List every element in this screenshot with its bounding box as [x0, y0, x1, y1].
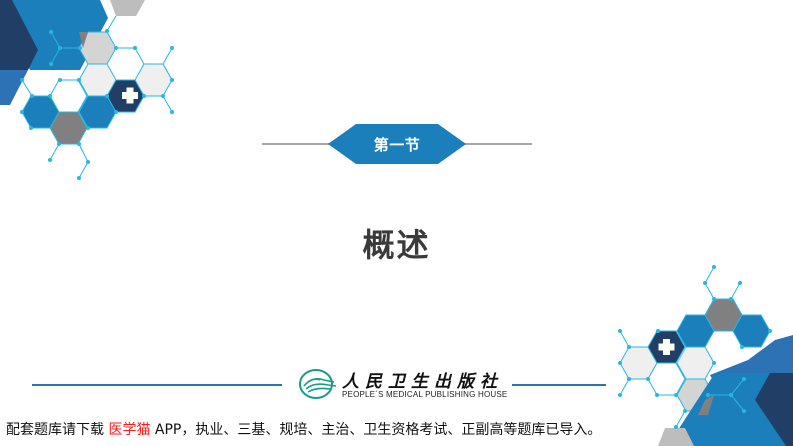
- download-notice: 配套题库请下载 医学猫 APP，执业、三基、规培、主治、卫生资格考试、正副高等题…: [6, 419, 601, 439]
- pmph-logo-icon: [299, 369, 337, 399]
- section-line-right: [462, 143, 532, 145]
- bottom-right-hexagon-decoration: [618, 265, 793, 446]
- page-title: 概述: [362, 226, 431, 264]
- footer-line-right: [512, 384, 606, 386]
- top-left-hexagon-decoration: [0, 0, 174, 180]
- footer-line-left: [32, 384, 282, 386]
- notice-suffix: APP，执业、三基、规培、主治、卫生资格考试、正副高等题库已导入。: [150, 422, 602, 438]
- medical-cross-icon: [647, 330, 686, 364]
- hexagon-badge-shape: [328, 124, 466, 164]
- publisher-name-cn: 人民卫生出版社: [342, 372, 503, 392]
- section-badge: 第一节: [328, 124, 466, 164]
- app-name-link[interactable]: 医学猫: [108, 422, 151, 438]
- notice-prefix: 配套题库请下载: [6, 422, 109, 438]
- publisher-name-en: PEOPLE´S MEDICAL PUBLISHING HOUSE: [342, 390, 508, 399]
- section-line-left: [262, 143, 332, 145]
- section-label: 第一节: [373, 135, 421, 154]
- publisher-logo: 人民卫生出版社 PEOPLE´S MEDICAL PUBLISHING HOUS…: [296, 366, 516, 404]
